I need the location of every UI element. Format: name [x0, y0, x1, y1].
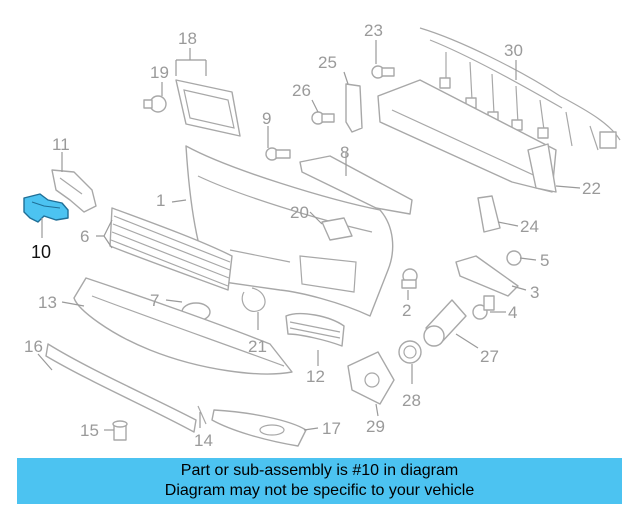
callout-21: 21 — [248, 337, 267, 356]
part-22-reinforcement-bar[interactable] — [377, 79, 557, 193]
callout-2: 2 — [402, 301, 411, 320]
callout-23: 23 — [364, 21, 383, 40]
part-3-bracket[interactable] — [455, 255, 519, 297]
callout-22: 22 — [582, 179, 601, 198]
part-8-guide[interactable] — [299, 155, 413, 215]
part-12-lamp-grille[interactable] — [285, 312, 345, 347]
part-21-cable[interactable] — [241, 287, 266, 312]
part-25-bracket[interactable] — [345, 83, 363, 133]
part-27-parking-sensor[interactable] — [423, 299, 467, 347]
part-28-ring[interactable] — [398, 340, 422, 364]
callout-25: 25 — [318, 53, 337, 72]
banner-line-2: Diagram may not be specific to your vehi… — [164, 482, 475, 499]
part-6-grille[interactable] — [109, 207, 233, 291]
callout-15: 15 — [80, 421, 99, 440]
callout-28: 28 — [402, 391, 421, 410]
part-15-clip[interactable] — [112, 420, 128, 441]
part-16-trim-strip[interactable] — [45, 343, 197, 433]
part-14-strip[interactable] — [197, 405, 207, 425]
part-23-screw[interactable] — [371, 65, 395, 79]
callout-6: 6 — [80, 227, 89, 246]
callout-24: 24 — [520, 217, 539, 236]
callout-27: 27 — [480, 347, 499, 366]
callout-30: 30 — [504, 41, 523, 60]
callout-16: 16 — [24, 337, 43, 356]
callout-19: 19 — [150, 63, 169, 82]
callout-10: 10 — [31, 242, 51, 262]
part-9-bolt[interactable] — [265, 147, 291, 161]
callout-13: 13 — [38, 293, 57, 312]
callout-18: 18 — [178, 29, 197, 48]
callout-9: 9 — [262, 109, 271, 128]
parts-diagram: 1 2 3 4 5 6 7 8 9 10 11 12 13 14 15 16 1… — [23, 21, 621, 450]
callout-20: 20 — [290, 203, 309, 222]
part-1-bumper-cover[interactable] — [185, 145, 394, 317]
part-24-bracket[interactable] — [477, 195, 501, 233]
callout-26: 26 — [292, 81, 311, 100]
callout-12: 12 — [306, 367, 325, 386]
callout-14: 14 — [194, 431, 213, 450]
info-banner: Part or sub-assembly is #10 in diagram D… — [17, 458, 622, 504]
callout-4: 4 — [508, 303, 517, 322]
callout-1: 1 — [156, 191, 165, 210]
part-13-lower-panel[interactable] — [73, 277, 293, 375]
leader-lines — [37, 40, 581, 431]
part-26-bolt[interactable] — [311, 111, 335, 125]
part-19-clip[interactable] — [143, 95, 167, 113]
part-20-tow-cap[interactable] — [321, 217, 353, 241]
banner-line-1: Part or sub-assembly is #10 in diagram — [180, 462, 459, 479]
callout-3: 3 — [530, 283, 539, 302]
callout-8: 8 — [340, 143, 349, 162]
callout-29: 29 — [366, 417, 385, 436]
part-29-sensor-bracket[interactable] — [347, 351, 395, 405]
part-2-bolt[interactable] — [401, 268, 418, 289]
part-17-lower-grille[interactable] — [211, 409, 307, 447]
part-5-clip[interactable] — [506, 250, 522, 266]
callout-7: 7 — [150, 291, 159, 310]
callout-17: 17 — [322, 419, 341, 438]
callout-5: 5 — [540, 251, 549, 270]
part-10-bracket[interactable] — [23, 193, 69, 223]
part-4-screw[interactable] — [472, 295, 495, 320]
callout-11: 11 — [52, 135, 70, 154]
part-18-license-plate-bracket[interactable] — [175, 79, 241, 137]
part-11-side-bracket[interactable] — [51, 169, 97, 213]
